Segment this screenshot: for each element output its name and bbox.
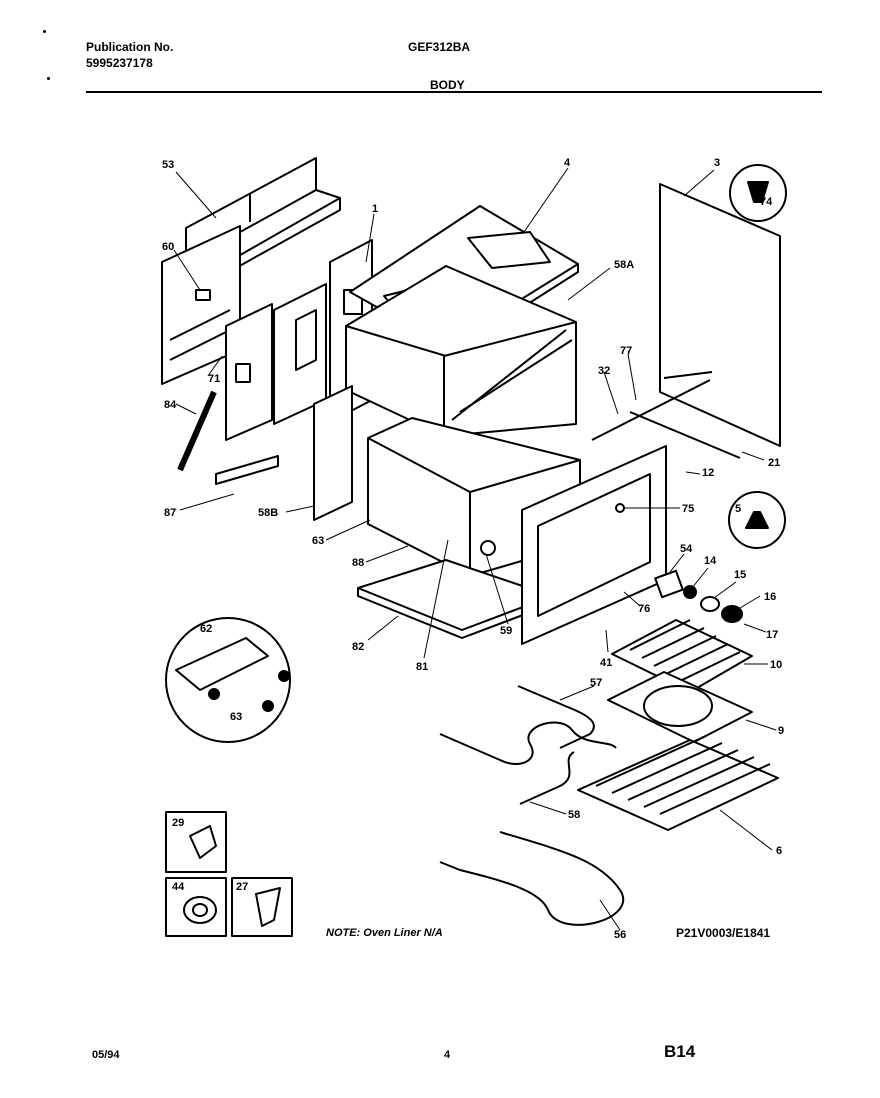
broil-pan-part xyxy=(607,671,753,743)
vent-rod-part xyxy=(591,379,741,459)
callout-label: 44 xyxy=(172,881,185,893)
header-rule xyxy=(86,91,822,93)
callout-label: 88 xyxy=(352,557,364,569)
scan-mark-dot xyxy=(43,30,46,33)
side-bracket-part xyxy=(225,303,273,441)
callout-label: 53 xyxy=(162,159,174,171)
callout-label: 57 xyxy=(590,677,602,689)
callout-label: 60 xyxy=(162,241,174,253)
callout-label: 59 xyxy=(500,625,512,637)
oven-rack-part xyxy=(577,735,779,831)
callout-label: 6 xyxy=(776,845,782,857)
footer-page-number: 4 xyxy=(444,1049,451,1061)
wire-harness-part xyxy=(439,831,624,926)
callout-label: 62 xyxy=(200,623,212,635)
callout-label: 1 xyxy=(372,203,378,215)
callout-label: 58B xyxy=(258,507,278,519)
callout-label: 81 xyxy=(416,661,428,673)
callout-label: 87 xyxy=(164,507,176,519)
model-number: GEF312BA xyxy=(408,40,471,54)
callout-label: 27 xyxy=(236,881,248,893)
callout-label: 21 xyxy=(768,457,780,469)
liner-note: NOTE: Oven Liner N/A xyxy=(326,927,443,939)
callout-label: 63 xyxy=(312,535,324,547)
section-title: BODY xyxy=(430,78,465,92)
callout-label: 5 xyxy=(735,503,741,515)
footer-date: 05/94 xyxy=(92,1049,120,1061)
callout-label: 58 xyxy=(568,809,580,821)
callout-label: 75 xyxy=(682,503,694,515)
callout-label: 71 xyxy=(208,373,220,385)
door-frame-part xyxy=(521,445,667,645)
callout-label: 4 xyxy=(564,157,571,169)
callout-label: 77 xyxy=(620,345,632,357)
back-sheet-part xyxy=(659,183,781,447)
callout-label: 58A xyxy=(614,259,634,271)
callout-label: 54 xyxy=(680,543,693,555)
callout-label: 16 xyxy=(764,591,776,603)
callout-label: 76 xyxy=(638,603,650,615)
callout-label: 74 xyxy=(760,196,773,208)
leader-lines xyxy=(173,167,777,931)
callout-label: 15 xyxy=(734,569,746,581)
callout-label: 29 xyxy=(172,817,184,829)
callout-label: 84 xyxy=(164,399,177,411)
scan-mark-dot xyxy=(47,77,50,80)
detail-inset-circle xyxy=(165,617,291,743)
callout-label: 17 xyxy=(766,629,778,641)
callout-labels: 53 4 3 74 1 60 58A 71 77 32 84 21 12 87 … xyxy=(162,157,784,941)
callout-label: 14 xyxy=(704,555,717,567)
bake-element-part xyxy=(439,721,617,805)
callout-label: 56 xyxy=(614,929,626,941)
callout-label: 32 xyxy=(598,365,610,377)
callout-label: 9 xyxy=(778,725,784,737)
publication-number: 5995237178 xyxy=(86,56,153,70)
callout-label: 41 xyxy=(600,657,612,669)
callout-label: 3 xyxy=(714,157,720,169)
callout-label: 63 xyxy=(230,711,242,723)
callout-label: 12 xyxy=(702,467,714,479)
callout-label: 10 xyxy=(770,659,782,671)
callout-label: 82 xyxy=(352,641,364,653)
broil-element-part xyxy=(517,685,595,749)
footer-code: B14 xyxy=(664,1042,696,1061)
diagram-reference: P21V0003/E1841 xyxy=(676,926,771,940)
publication-label: Publication No. xyxy=(86,40,174,54)
